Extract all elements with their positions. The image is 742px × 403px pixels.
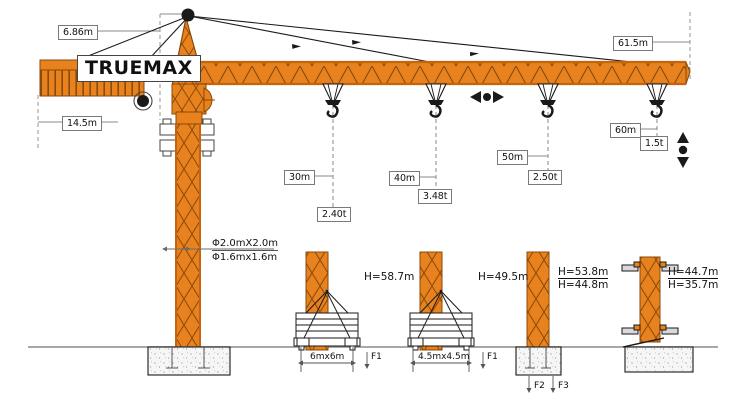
dimension-label-14.5m: 14.5m bbox=[62, 116, 102, 131]
load-radius-label-30m: 30m bbox=[284, 170, 316, 185]
load-radius-label-60m: 60m bbox=[610, 123, 642, 138]
height-labels-fixing-angle: H=53.8m H=44.8m bbox=[558, 266, 609, 291]
height-label-49.5m: H=49.5m bbox=[478, 271, 529, 283]
mast-section-dimensions: Φ2.0mX2.0m Φ1.6mx1.6m bbox=[212, 238, 279, 263]
dimension-label-6.86m: 6.86m bbox=[58, 25, 98, 40]
main-mast-tower bbox=[175, 123, 201, 349]
load-radius-lines bbox=[302, 105, 658, 212]
load-radius-label-40m: 40m bbox=[389, 171, 421, 186]
height-label-53.8m: H=53.8m bbox=[558, 266, 609, 279]
main-crane-foundation bbox=[147, 346, 231, 376]
height-label-44.8m: H=44.8m bbox=[558, 279, 609, 291]
height-labels-internal-climbing: H=44.7m H=35.7m bbox=[668, 266, 719, 291]
config-cross-base-6m bbox=[293, 251, 370, 372]
load-capacity-label-2.40t: 2.40t bbox=[317, 207, 352, 222]
base-dimension-label-4.5mx4.5m: 4.5mx4.5m bbox=[418, 352, 470, 362]
trolley-hook-assemblies bbox=[322, 83, 668, 118]
brand-logo-label: TRUEMAX bbox=[77, 55, 201, 82]
base-dimension-label-6mx6m: 6mx6m bbox=[310, 352, 345, 362]
force-label-f2: F2 bbox=[534, 381, 545, 391]
height-label-44.7m: H=44.7m bbox=[668, 266, 719, 279]
force-label-f1-b: F1 bbox=[487, 352, 498, 362]
height-label-58.7m: H=58.7m bbox=[364, 271, 415, 283]
mast-section-upper-label: Φ2.0mX2.0m bbox=[212, 238, 279, 251]
load-capacity-label-1.5t: 1.5t bbox=[640, 136, 669, 151]
config-fixing-angle-foundation bbox=[515, 251, 562, 393]
dimension-label-61.5m: 61.5m bbox=[613, 36, 653, 51]
force-label-f1-a: F1 bbox=[371, 352, 382, 362]
load-capacity-label-2.50t: 2.50t bbox=[528, 170, 563, 185]
load-capacity-label-3.48t: 3.48t bbox=[418, 189, 453, 204]
trolley-travel-icon bbox=[470, 91, 504, 103]
mast-section-leader bbox=[162, 246, 274, 252]
force-label-f3: F3 bbox=[558, 381, 569, 391]
hoisting-icon bbox=[677, 132, 689, 168]
height-label-35.7m: H=35.7m bbox=[668, 279, 719, 291]
config-internal-climbing bbox=[621, 256, 694, 373]
load-radius-label-50m: 50m bbox=[497, 150, 529, 165]
jib-boom bbox=[195, 60, 691, 86]
mast-section-lower-label: Φ1.6mx1.6m bbox=[212, 252, 278, 263]
config-cross-base-4p5m bbox=[407, 251, 486, 372]
